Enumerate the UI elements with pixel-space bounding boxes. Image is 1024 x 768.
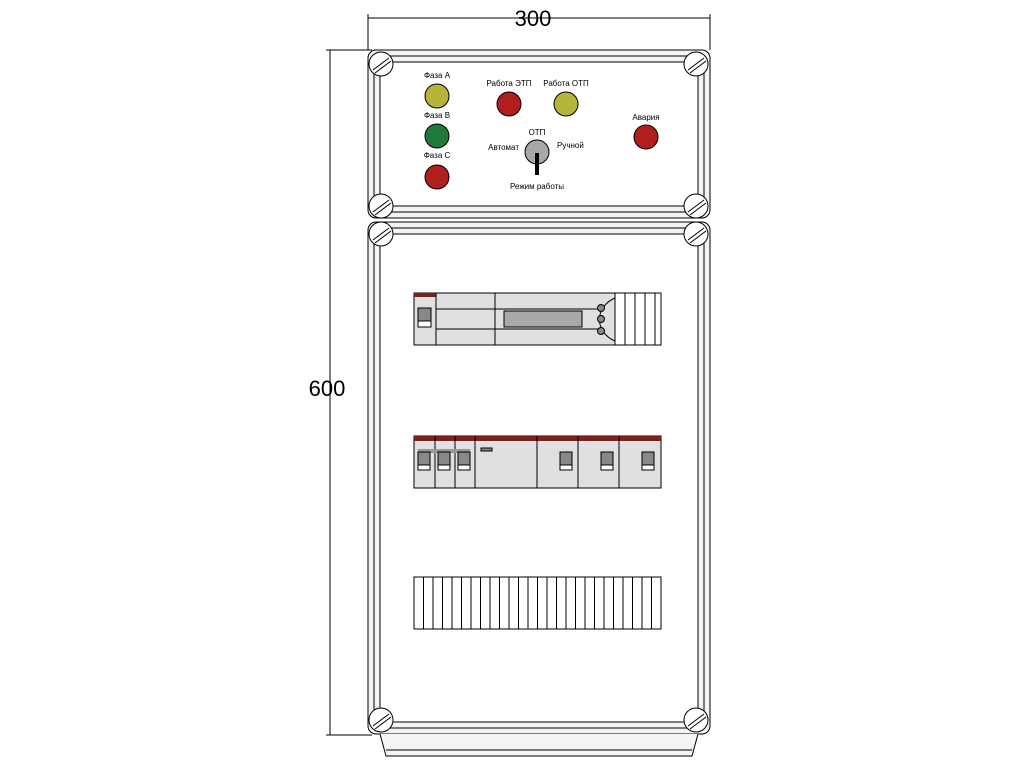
svg-text:Авария: Авария [632, 113, 659, 122]
indicator-etp-work: Работа ЭТП [486, 79, 532, 117]
breaker-handle-icon [600, 451, 614, 471]
ats-controller-module [413, 292, 662, 346]
screw-icon [683, 707, 709, 733]
indicator-phase-a: Фаза А [424, 71, 451, 109]
screw-icon [683, 221, 709, 247]
svg-text:Работа ЭТП: Работа ЭТП [486, 79, 531, 88]
height-dimension [326, 49, 372, 736]
indicator-phase-b: Фаза В [424, 111, 450, 149]
svg-text:ОТП: ОТП [529, 128, 546, 137]
screw-icon [683, 51, 709, 77]
screw-icon [368, 221, 394, 247]
svg-text:Фаза А: Фаза А [424, 71, 451, 80]
screw-icon [683, 193, 709, 219]
mode-selector-switch[interactable]: ОТП Автомат Ручной Режим работы [488, 128, 584, 191]
breaker-handle-icon [417, 451, 431, 471]
breaker-handle-icon [457, 451, 471, 471]
breaker-handle-icon [559, 451, 573, 471]
indicator-alarm: Авария [632, 113, 660, 150]
svg-text:Автомат: Автомат [488, 143, 519, 152]
breaker-handle-icon [641, 451, 655, 471]
upper-enclosure [367, 49, 711, 219]
breaker-handle-icon [437, 451, 451, 471]
svg-text:Фаза С: Фаза С [424, 151, 451, 160]
screw-icon [368, 51, 394, 77]
screw-icon [368, 707, 394, 733]
indicator-phase-c: Фаза С [424, 151, 451, 190]
svg-text:Фаза В: Фаза В [424, 111, 450, 120]
indicator-otp-work: Работа ОТП [543, 79, 589, 117]
svg-text:Режим работы: Режим работы [510, 182, 564, 191]
width-label: 300 [515, 6, 552, 31]
screw-icon [368, 193, 394, 219]
svg-text:Ручной: Ручной [557, 141, 584, 150]
svg-text:Работа ОТП: Работа ОТП [543, 79, 589, 88]
width-dimension [367, 14, 711, 50]
terminal-block [413, 576, 662, 630]
circuit-breakers-row [413, 435, 662, 489]
screws [368, 51, 709, 733]
height-label: 600 [309, 376, 346, 401]
